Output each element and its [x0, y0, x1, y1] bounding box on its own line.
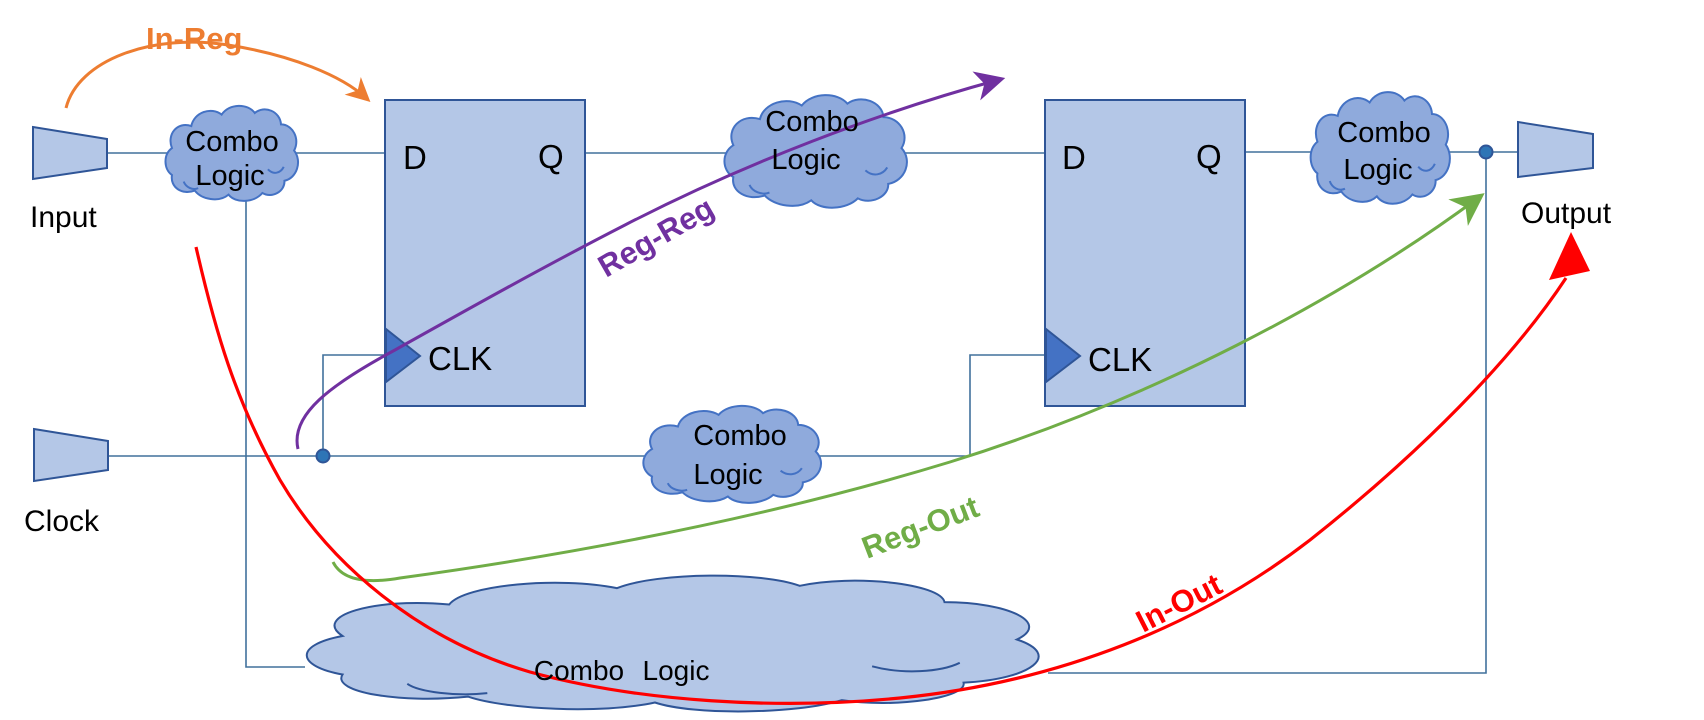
reg-to-reg-cloud-line2: Logic: [771, 144, 840, 176]
ff1-clk-label: CLK: [428, 340, 492, 377]
reg-to-reg-cloud-line1: Combo: [765, 106, 859, 138]
clock-to-ff1-clk-wire: [322, 354, 385, 456]
ff1-d-label: D: [403, 139, 427, 176]
big-cloud-word1: Combo: [534, 655, 624, 686]
timing-path-arrows: [64, 40, 1590, 705]
output-path-cloud-line1: Combo: [1337, 117, 1431, 149]
combo-drop-wire: [245, 200, 305, 668]
reg-out-label: Reg-Out: [857, 489, 984, 565]
in-out-arrowhead-icon: [1549, 232, 1590, 280]
ff2-clk-wedge-icon: [1045, 326, 1082, 385]
big-cloud-word2: Logic: [643, 655, 710, 686]
clock-port-label: Clock: [24, 505, 100, 538]
in-out-label: In-Out: [1130, 567, 1227, 640]
clock-port-shape: [33, 427, 109, 483]
output-path-cloud-line2: Logic: [1343, 154, 1412, 186]
ff1-q-label: Q: [538, 138, 564, 175]
nodes: [32, 91, 1594, 712]
reg-reg-arrow: [295, 71, 1006, 450]
big-combo-logic-cloud: [307, 576, 1039, 712]
in-out-arrow: [194, 246, 1568, 705]
output-junction-dot: [1478, 144, 1494, 160]
input-path-cloud-line2: Logic: [195, 160, 264, 192]
output-port-label: Output: [1521, 197, 1612, 230]
in-reg-label: In-Reg: [146, 21, 242, 56]
input-port-shape: [32, 125, 108, 181]
ff2-q-label: Q: [1196, 138, 1222, 175]
clock-to-ff2-clk-wire: [969, 354, 1046, 456]
ff2-d-label: D: [1062, 139, 1086, 176]
input-path-cloud-line1: Combo: [185, 126, 279, 158]
clock-path-cloud-line2: Logic: [693, 459, 762, 491]
in-reg-arrow: [64, 40, 371, 109]
ff2-clk-label: CLK: [1088, 341, 1152, 378]
output-port-shape: [1517, 120, 1594, 179]
reg-out-arrow: [331, 193, 1485, 583]
bigcloud-to-output-wire: [1048, 152, 1487, 674]
clock-junction-dot: [315, 448, 331, 464]
input-port-label: Input: [30, 201, 97, 234]
reg-reg-label: Reg-Reg: [592, 190, 720, 284]
wires: [107, 151, 1518, 674]
clock-path-cloud-line1: Combo: [693, 420, 787, 452]
